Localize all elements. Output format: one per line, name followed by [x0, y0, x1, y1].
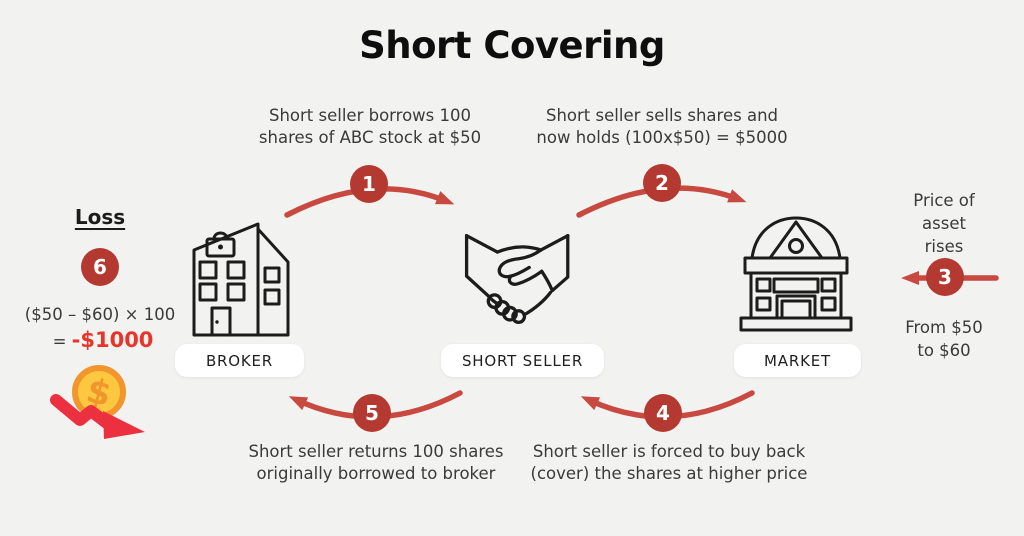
- step-badge-2: 2: [643, 164, 681, 202]
- step1-caption: Short seller borrows 100 shares of ABC s…: [258, 106, 482, 147]
- broker-label: BROKER: [175, 344, 304, 377]
- step2-caption: Short seller sells shares and now holds …: [536, 106, 788, 147]
- market-label: MARKET: [734, 344, 861, 377]
- bank-icon: [739, 216, 853, 332]
- handshake-icon: [464, 233, 570, 325]
- building-icon: [192, 222, 290, 337]
- step-badge-5: 5: [353, 394, 391, 432]
- loss-result: = -$1000: [53, 328, 154, 352]
- loss-label: Loss: [74, 205, 126, 229]
- step5-caption: Short seller returns 100 shares original…: [248, 442, 504, 483]
- step-badge-1: 1: [350, 165, 388, 203]
- price-rises-caption: Price of asset rises: [913, 191, 975, 256]
- step-badge-3: 3: [926, 258, 964, 296]
- coin-decline-icon: $: [50, 365, 145, 439]
- step-badge-4: 4: [644, 394, 682, 432]
- loss-amount: -$1000: [71, 328, 154, 352]
- short-seller-label: SHORT SELLER: [441, 344, 604, 377]
- step4-caption: Short seller is forced to buy back (cove…: [530, 442, 808, 483]
- step-badge-6: 6: [81, 248, 119, 286]
- from-to-caption: From $50 to $60: [905, 318, 983, 360]
- page-title: Short Covering: [359, 24, 665, 67]
- loss-formula: ($50 – $60) × 100: [24, 305, 176, 324]
- equals-sign: =: [52, 332, 67, 351]
